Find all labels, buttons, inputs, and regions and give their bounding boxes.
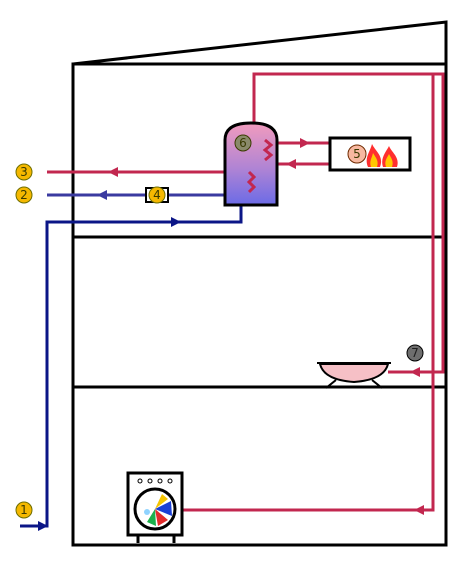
washer-knob (167, 478, 173, 484)
building (71, 20, 448, 547)
arrow-inlet-3 (108, 167, 118, 177)
heater-unit (328, 136, 412, 172)
arrow-basin (410, 367, 420, 377)
arrow-entry-1 (38, 521, 48, 531)
tank-body (223, 121, 279, 207)
washer-clothes-red (155, 509, 168, 526)
tank-coil-upper (262, 138, 274, 162)
return-riser-pipe (252, 72, 445, 374)
marker-4: 4 (148, 186, 166, 204)
basin-bowl (318, 363, 390, 384)
arrow-supply (171, 217, 181, 227)
arrow-heater-return (286, 159, 296, 169)
arrow-heater-supply (300, 138, 310, 148)
washer-water (144, 509, 150, 515)
flame-icon (366, 144, 398, 167)
basin-leg-left (325, 379, 337, 389)
washer-knob (137, 478, 143, 484)
arrow-washer (414, 505, 424, 515)
marker-1: 1 (15, 501, 33, 519)
marker-3-label: 3 (20, 165, 28, 179)
marker-6-label: 6 (239, 136, 247, 150)
marker-2-label: 2 (20, 188, 28, 202)
marker-4-label: 4 (153, 188, 161, 202)
marker-1-label: 1 (20, 503, 28, 517)
roof-line (72, 20, 448, 66)
tank-coil-lower (246, 170, 257, 194)
marker-7: 7 (406, 344, 424, 362)
basin-leg-right (371, 379, 383, 389)
marker-5-label: 5 (353, 147, 361, 161)
building-outline (71, 62, 448, 547)
marker-3: 3 (15, 163, 33, 181)
arrow-outlet-2 (97, 190, 107, 200)
washer-clothes-yellow (155, 494, 168, 509)
marker-7-label: 7 (411, 346, 419, 360)
washer-knob (147, 478, 153, 484)
marker-5: 5 (347, 144, 367, 164)
hot-water-tank-icon (223, 121, 279, 207)
flow-arrows (38, 138, 424, 531)
washer-clothes-green (147, 509, 156, 526)
washer-knob (157, 478, 163, 484)
washing-machine-icon (126, 471, 184, 543)
marker-2: 2 (15, 186, 33, 204)
washer-clothes-blue (155, 501, 172, 516)
marker-6: 6 (234, 134, 252, 152)
basin-icon (317, 362, 391, 389)
